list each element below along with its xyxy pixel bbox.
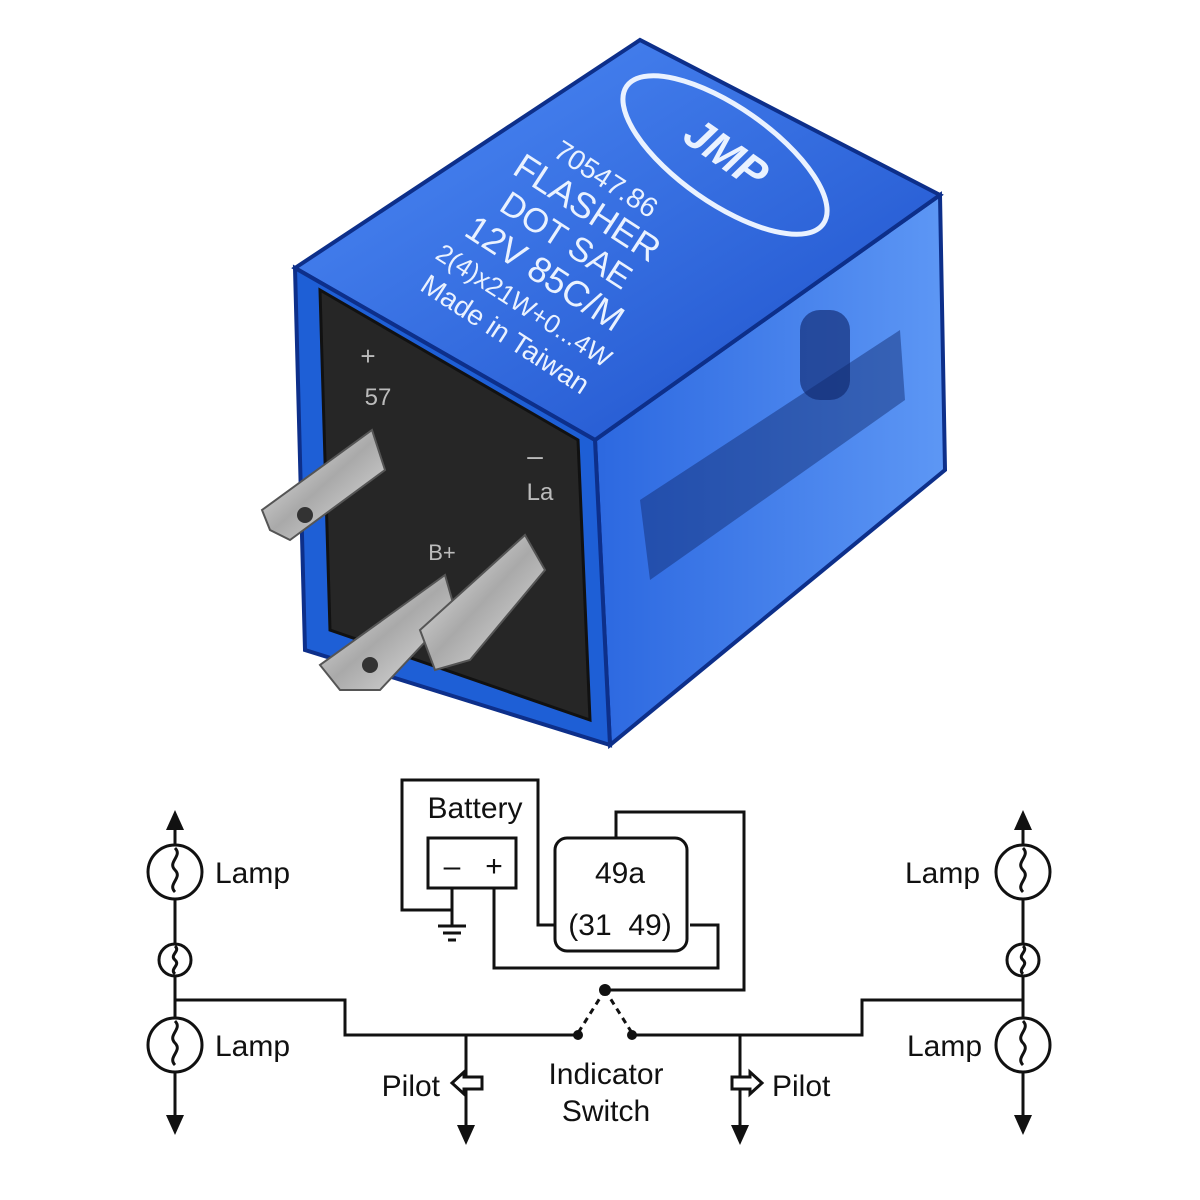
flasher-relay-box [553,836,689,953]
capacitor-shape [800,310,850,400]
pilot-left-label: Pilot [382,1070,441,1103]
arrow-down-pilot-left [457,1125,475,1145]
terminal-plus-mark: + [360,341,375,371]
lamp-top-right-label: Lamp [905,857,980,890]
lamp-bottom-right-label: Lamp [907,1030,982,1063]
arrow-down-pilot-right [731,1125,749,1145]
terminal-minus-mark: – [527,440,543,471]
terminal-l-mark: La [527,479,554,506]
relay-bottom-label: (31 49) [568,909,671,942]
arrow-down-right [1014,1115,1032,1135]
battery-box [426,836,518,890]
pilot-right-label: Pilot [772,1070,831,1103]
arrow-down-left [166,1115,184,1135]
switch-contact-right [627,1030,637,1040]
battery-label: Battery [427,792,522,825]
switch-label-line2: Switch [562,1095,650,1128]
brand-logo-ellipse [620,73,830,237]
switch-label-line1: Indicator [548,1058,663,1091]
relay-top-label: 49a [595,857,645,890]
wiring-diagram: Lamp Lamp Lamp Lamp Indicator Switch Pil… [146,778,1052,1145]
battery-plus: + [485,850,503,883]
arrow-up-left [166,810,184,830]
relay-base [318,287,592,723]
terminal-hole [362,657,378,673]
terminal-plus-code: 57 [365,384,392,411]
arrow-up-right [1014,810,1032,830]
terminal-hole [297,507,313,523]
pilot-left-arrow-icon [449,1068,484,1098]
switch-contact-left [573,1030,583,1040]
terminal-right [418,533,547,672]
battery-minus: – [444,850,461,883]
terminal-upper-left [260,428,387,542]
lamp-bottom-left-label: Lamp [215,1030,290,1063]
terminal-b-mark: B+ [428,540,456,565]
circuit-board-shape [640,330,905,580]
flasher-relay: JMP 70547.86 FLASHER DOT SAE 12V 85C/M 2… [260,37,948,750]
pilot-right-arrow-icon [730,1068,765,1098]
lamp-top-left-label: Lamp [215,857,290,890]
